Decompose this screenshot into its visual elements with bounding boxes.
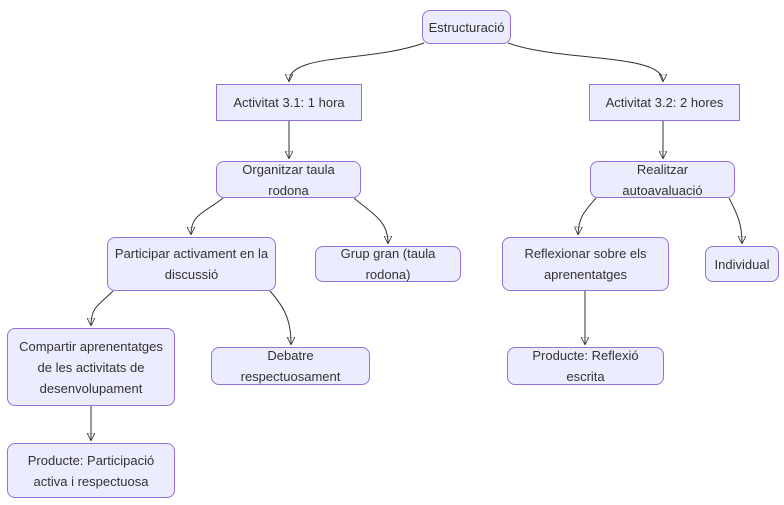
edge-realitzar-individual	[728, 197, 742, 243]
node-activitat-3-2: Activitat 3.2: 2 hores	[589, 84, 740, 121]
edge-realitzar-reflexionar	[578, 197, 597, 234]
node-producte-reflexio-escrita: Producte: Reflexió escrita	[507, 347, 664, 385]
node-grup-gran: Grup gran (taula rodona)	[315, 246, 461, 282]
node-compartir-aprenentatges: Compartir aprenentatges de les activitat…	[7, 328, 175, 406]
edge-organitzar-participar	[191, 197, 224, 234]
node-individual: Individual	[705, 246, 779, 282]
edge-participar-debatre	[269, 290, 291, 344]
edge-estructuracio-activitat31	[289, 42, 425, 81]
node-producte-participacio: Producte: Participació activa i respectu…	[7, 443, 175, 498]
node-estructuracio: Estructuració	[422, 10, 511, 44]
node-activitat-3-1: Activitat 3.1: 1 hora	[216, 84, 362, 121]
edge-estructuracio-activitat32	[507, 42, 663, 81]
node-organitzar-taula-rodona: Organitzar taula rodona	[216, 161, 361, 198]
node-reflexionar-aprenentatges: Reflexionar sobre els aprenentatges	[502, 237, 669, 291]
node-realitzar-autoavaluacio: Realitzar autoavaluació	[590, 161, 735, 198]
node-debatre-respectuosament: Debatre respectuosament	[211, 347, 370, 385]
node-participar-activament: Participar activament en la discussió	[107, 237, 276, 291]
edge-organitzar-grupgran	[353, 197, 388, 243]
edge-participar-compartir	[91, 290, 114, 325]
